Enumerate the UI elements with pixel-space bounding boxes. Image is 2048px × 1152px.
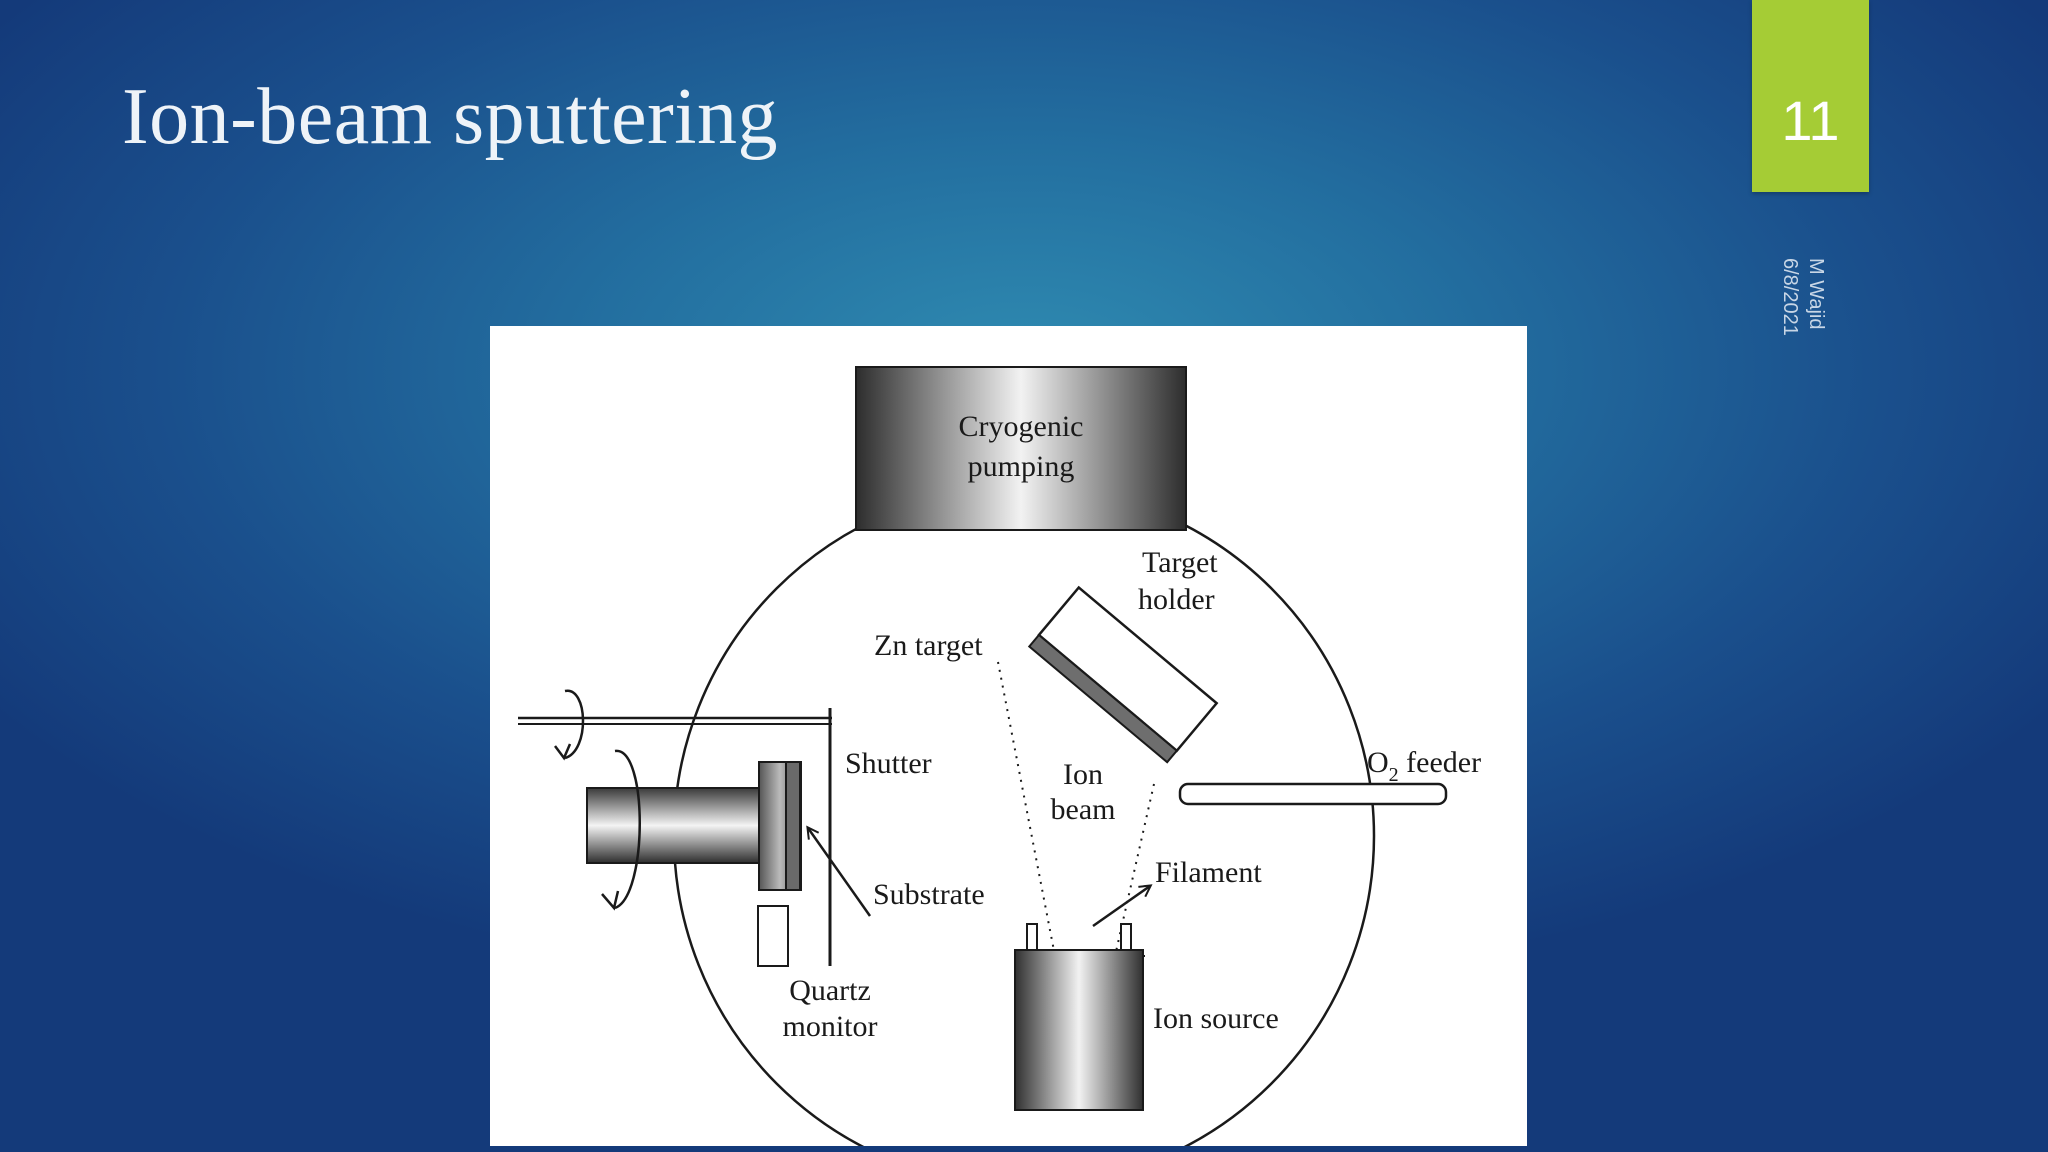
- ion-source-label: Ion source: [1153, 1002, 1279, 1035]
- shutter-label: Shutter: [845, 747, 932, 780]
- target-holder: [1027, 585, 1219, 764]
- ion-beam-sputtering-diagram: Cryogenic pumping Target holder Zn targe…: [518, 366, 1481, 1146]
- footer-date: 6/8/2021: [1779, 258, 1801, 336]
- substrate-rotation-icon: [614, 749, 641, 910]
- slide-title: Ion-beam sputtering: [122, 73, 778, 161]
- cryogenic-label: pumping: [968, 450, 1075, 483]
- substrate: [785, 761, 801, 891]
- quartz-monitor: [757, 905, 789, 967]
- footer-author: M Wajid: [1805, 258, 1827, 330]
- substrate-arrow: [808, 828, 872, 917]
- o2-feeder-tube: [1178, 782, 1448, 806]
- cryogenic-label: Cryogenic: [959, 410, 1084, 443]
- slide-number: 11: [1781, 89, 1840, 152]
- zn-target: [1027, 633, 1179, 764]
- substrate-label: Substrate: [873, 878, 985, 911]
- filament-label: Filament: [1155, 856, 1262, 889]
- zn-target-label: Zn target: [874, 629, 983, 662]
- slide-number-badge: 11: [1752, 0, 1869, 192]
- footer-vertical: M Wajid 6/8/2021: [1776, 258, 1828, 336]
- ion-beam-edge: [997, 661, 1056, 957]
- filament-arrow: [1092, 886, 1150, 928]
- shutter-rotation-icon: [564, 689, 585, 760]
- ion-beam-edge: [1114, 783, 1155, 957]
- diagram-panel: Cryogenic pumping Target holder Zn targe…: [490, 326, 1527, 1146]
- o2-feeder-label: O2 feeder: [1367, 746, 1481, 786]
- ion-beam-label: beam: [1051, 793, 1116, 826]
- target-holder-label: holder: [1138, 583, 1215, 616]
- target-holder-label: Target: [1142, 546, 1218, 579]
- ion-source-body: [1014, 949, 1144, 1111]
- ion-beam-label: Ion: [1063, 758, 1103, 791]
- cryogenic-pump: [855, 366, 1187, 531]
- quartz-monitor-label: monitor: [783, 1010, 878, 1043]
- quartz-monitor-label: Quartz: [789, 974, 871, 1007]
- substrate-holder: [586, 787, 760, 864]
